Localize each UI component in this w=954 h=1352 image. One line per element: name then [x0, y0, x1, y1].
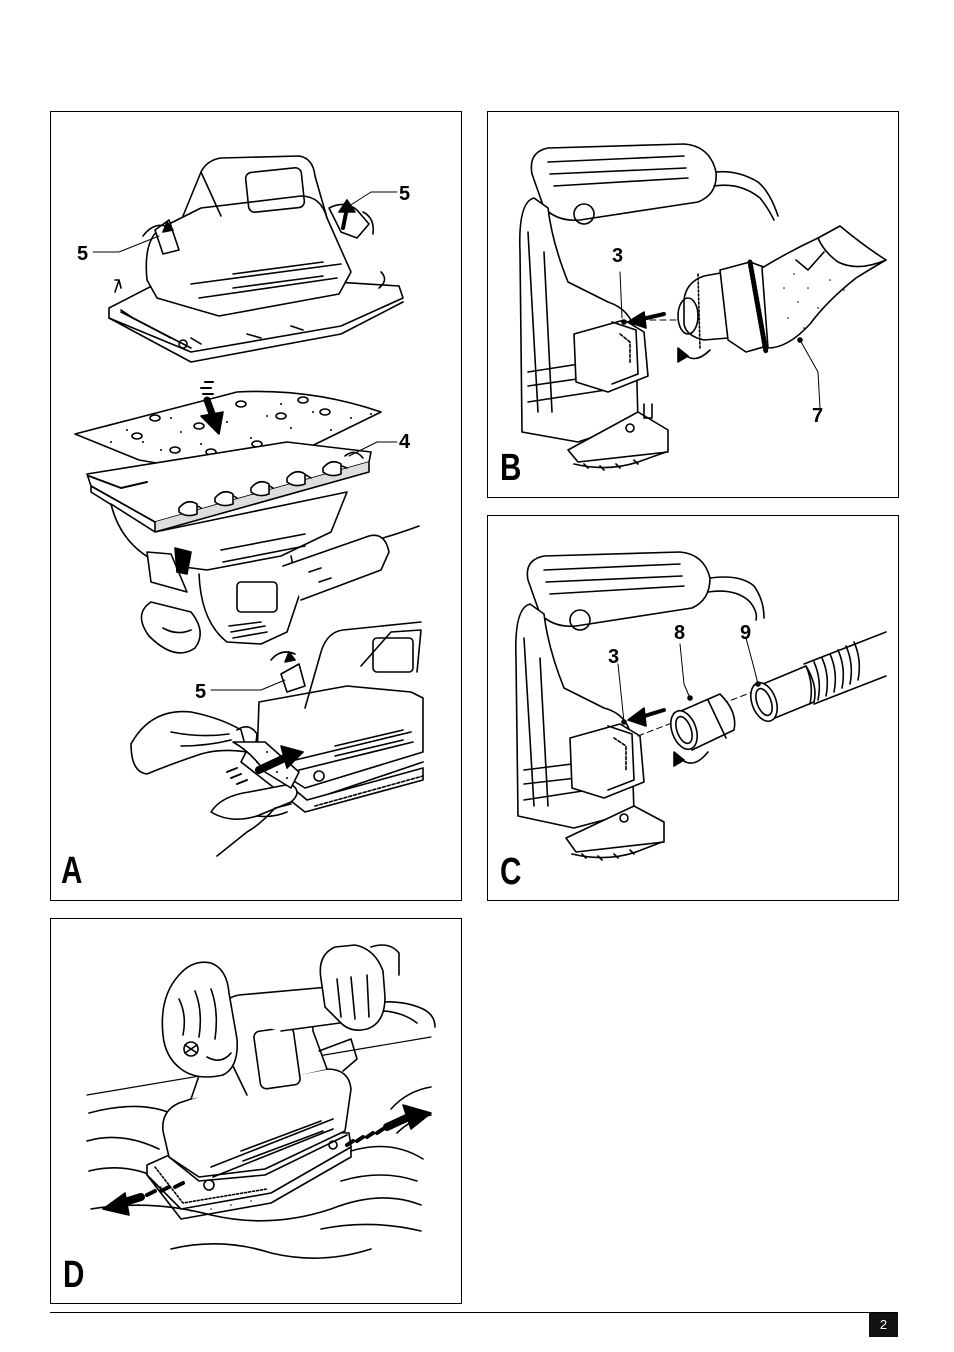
callout-9: 9 [740, 623, 751, 643]
figure-panel-b: 3 7 B [487, 111, 899, 498]
callout-3: 3 [608, 647, 619, 667]
panel-label-a: A [61, 852, 82, 890]
figure-panel-c: 3 8 9 C [487, 515, 899, 901]
sanding-motion-illustration [51, 919, 463, 1305]
figure-panel-d: D [50, 918, 462, 1304]
sander-sheet-fitting-illustration [51, 112, 463, 902]
panel-label-c: C [500, 853, 521, 891]
dust-bag-fitting-illustration [488, 112, 900, 499]
figure-panel-a: 5 5 4 5 A [50, 111, 462, 901]
callout-4: 4 [399, 432, 410, 452]
callout-5-right: 5 [399, 184, 410, 204]
callout-3: 3 [612, 246, 623, 266]
callout-5-left: 5 [77, 244, 88, 264]
callout-5-bottom: 5 [195, 682, 206, 702]
vacuum-adaptor-illustration [488, 516, 900, 902]
panel-label-d: D [63, 1256, 84, 1294]
panel-label-b: B [500, 449, 521, 487]
footer-rule [50, 1312, 898, 1313]
callout-7: 7 [812, 406, 823, 426]
callout-8: 8 [674, 623, 685, 643]
page-number: 2 [869, 1313, 898, 1337]
